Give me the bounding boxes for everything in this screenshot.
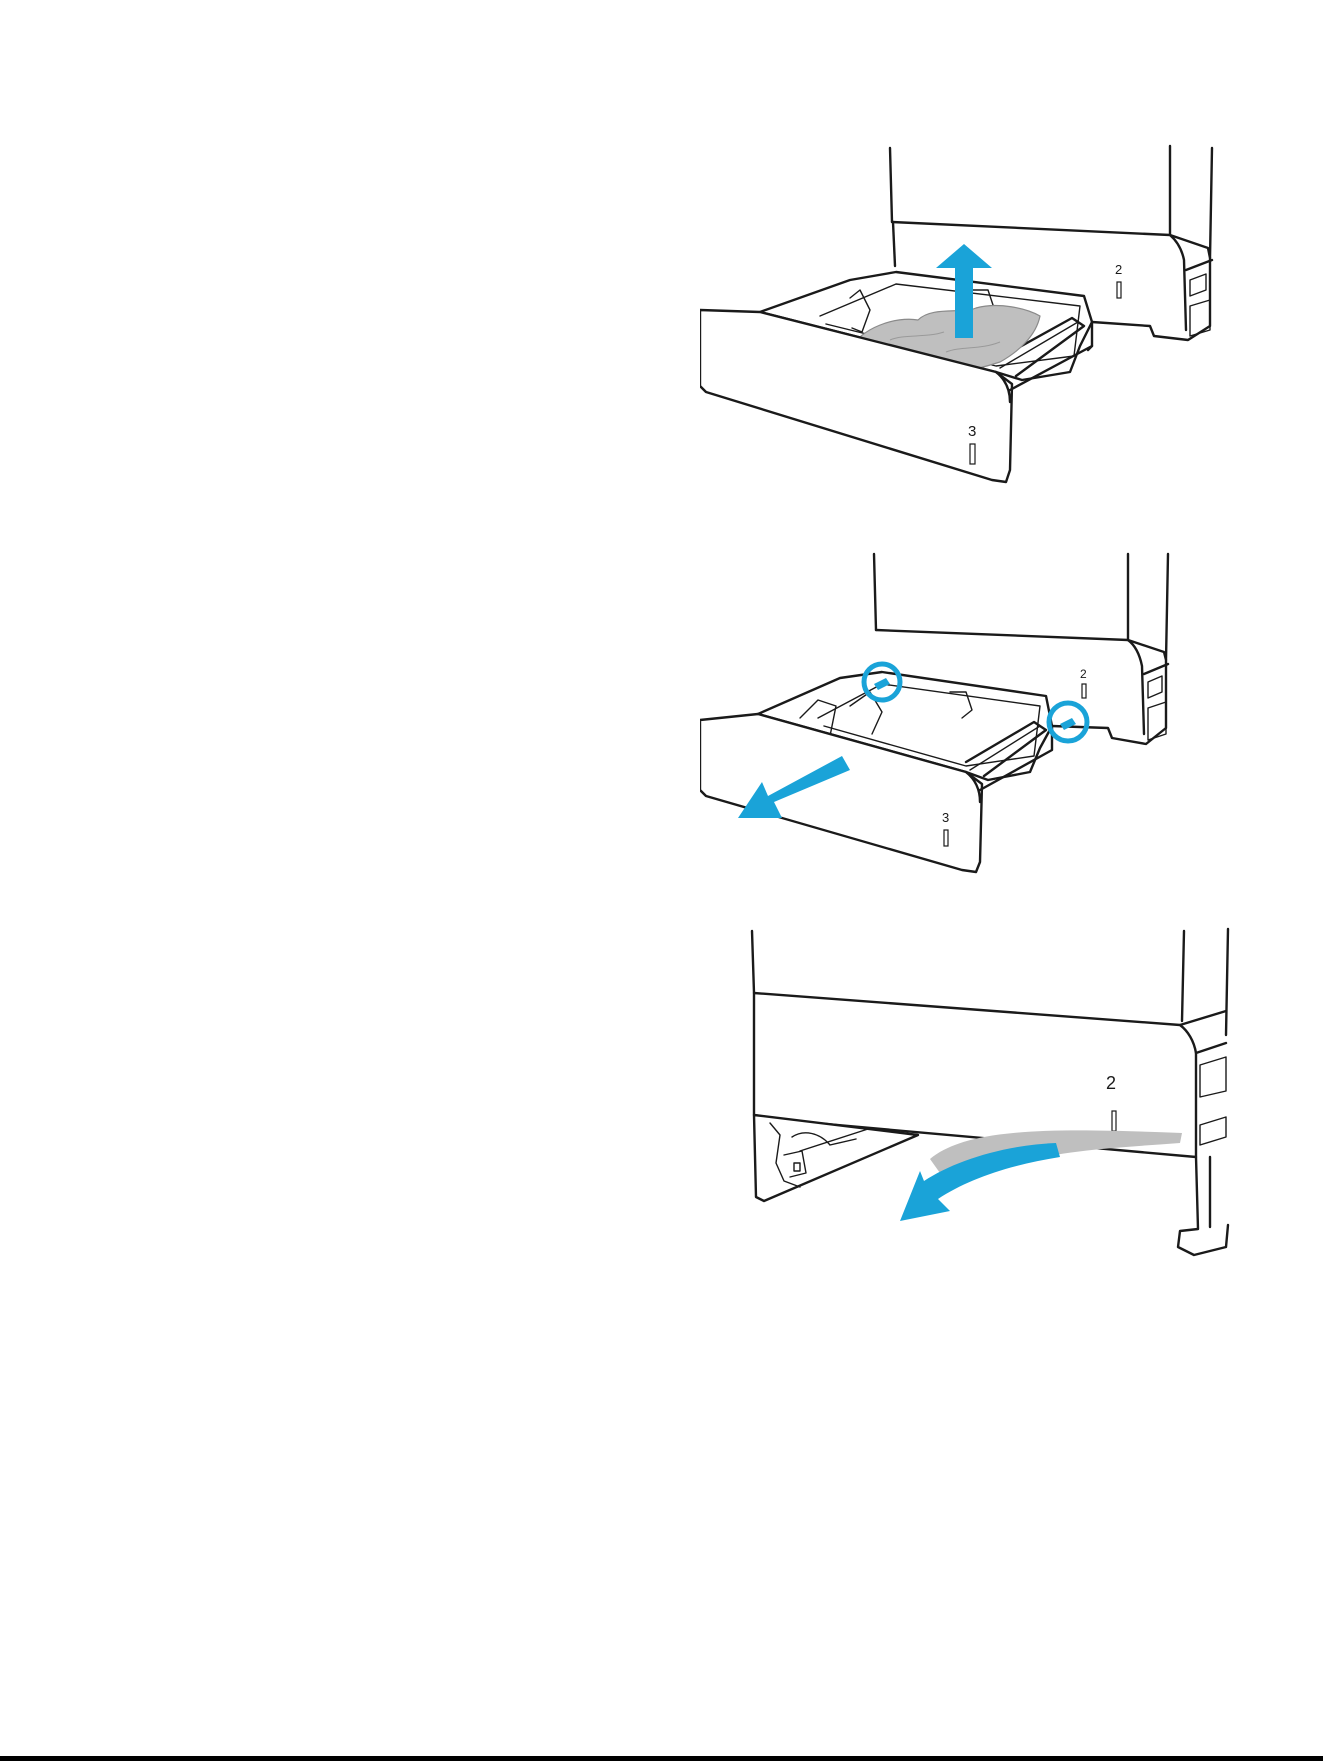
step-2-remove-tray-illustration: 2 3 xyxy=(700,550,1240,910)
page-footer-rule xyxy=(0,1756,1323,1761)
tray-3-open xyxy=(700,272,1092,482)
tray-2-number: 2 xyxy=(1106,1073,1116,1093)
tray-3-open-empty xyxy=(700,672,1052,872)
tray-2-number: 2 xyxy=(1080,667,1087,681)
tray-3-number: 3 xyxy=(968,423,976,440)
step-3-remove-paper-from-cavity-illustration: 2 xyxy=(740,925,1240,1295)
tray-3-number: 3 xyxy=(942,810,949,825)
step-1-remove-jammed-paper-illustration: 2 3 xyxy=(700,140,1240,540)
tray-2-number: 2 xyxy=(1115,262,1122,277)
printer-body xyxy=(752,929,1228,1255)
